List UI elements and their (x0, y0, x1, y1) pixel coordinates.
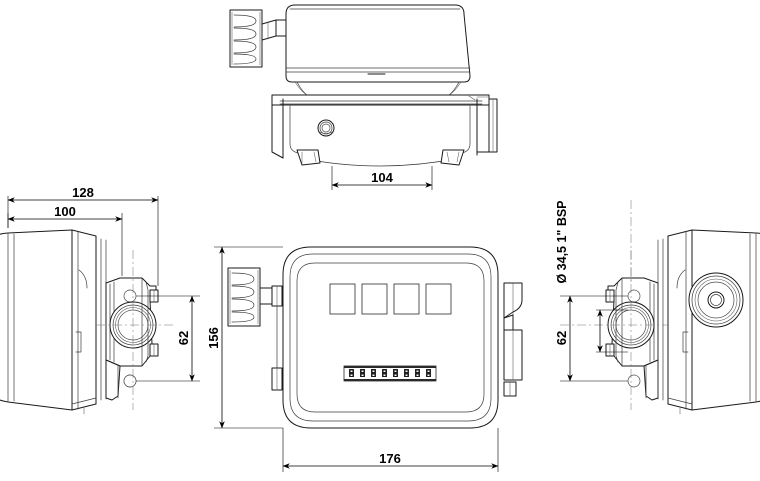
counter-window-2 (361, 283, 388, 315)
dim-100: 100 (7, 204, 123, 276)
dim-100-label: 100 (54, 204, 76, 219)
counter-window-1 (329, 283, 356, 315)
right-view-body (657, 229, 760, 415)
dim-62-left: 62 (136, 295, 200, 382)
counter-window-3 (393, 283, 420, 315)
dim-62-left-label: 62 (176, 331, 191, 345)
top-view-base (271, 94, 498, 167)
dim-176: 176 (282, 428, 499, 472)
counter-window-4 (425, 283, 452, 315)
front-view-right-port (497, 282, 523, 401)
front-view: 156 176 (206, 246, 523, 472)
top-view: 104 (229, 4, 498, 190)
dim-104: 104 (331, 166, 433, 190)
top-view-cable-coil (229, 9, 263, 68)
dim-62-right-label: 62 (554, 331, 569, 345)
dim-104-label: 104 (371, 170, 393, 185)
front-view-shell (271, 246, 499, 429)
dim-62-right: 62 (554, 295, 628, 382)
dim-156-label: 156 (206, 327, 221, 349)
dim-176-label: 176 (379, 451, 401, 466)
thread-note-label: Ø 34,5 1" BSP (555, 200, 569, 283)
left-view-body (0, 229, 107, 415)
dim-156: 156 (206, 246, 283, 429)
front-view-index-strip (343, 365, 437, 382)
dim-128: 128 (7, 185, 159, 286)
front-view-counter-windows (329, 283, 452, 315)
left-side-view: 128 100 62 (0, 185, 200, 415)
dim-128-label: 128 (72, 185, 94, 200)
right-side-view: 62 Ø 34,5 1" BSP (554, 200, 760, 415)
